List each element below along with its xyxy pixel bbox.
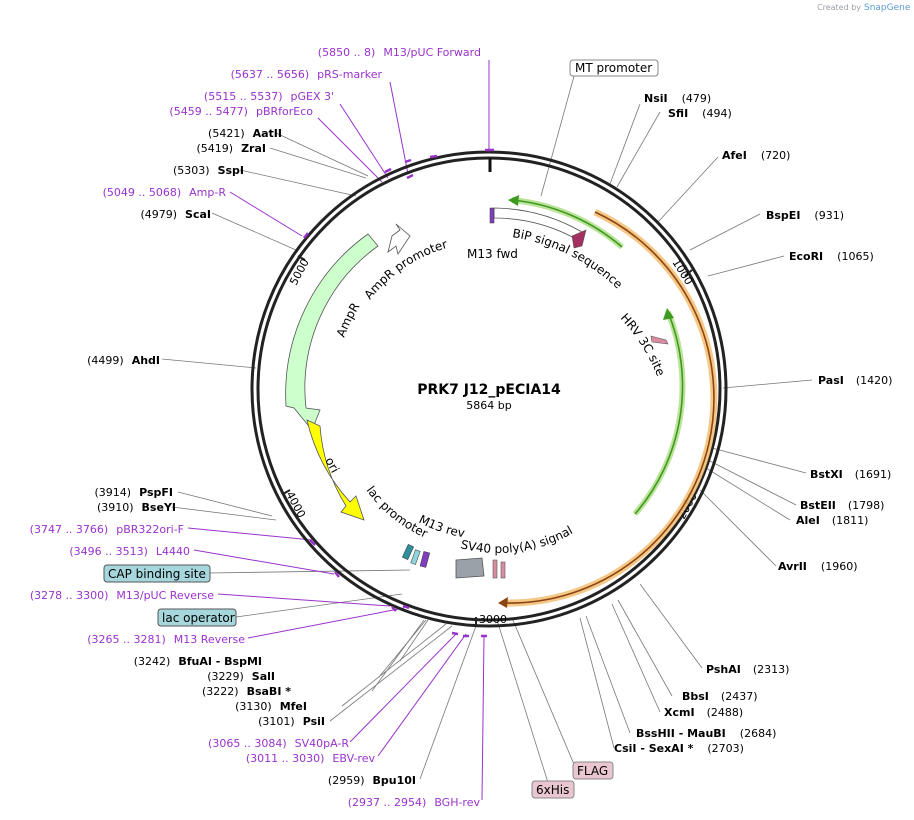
site-label: BssHII - MauBI(2684): [636, 727, 776, 740]
box-6xhis-text: 6xHis: [536, 783, 569, 797]
m13-fwd-feature: [489, 207, 495, 224]
m13-rev-feature: [419, 551, 431, 568]
feature-label-m13fwd: M13 fwd: [467, 247, 518, 261]
tick-marks: [282, 255, 693, 625]
primer-label: (3496 .. 3513)L4440: [69, 545, 190, 558]
box-lac-operator: lac operator: [157, 608, 237, 627]
green-arrowhead-right: [663, 308, 674, 320]
feature-label-ori: ori: [322, 455, 342, 475]
primer-label: (5049 .. 5068)Amp-R: [103, 186, 227, 199]
box-flag: FLAG: [572, 761, 614, 780]
box-lac-operator-text: lac operator: [162, 611, 235, 625]
site-label: AvrII(1960): [778, 560, 857, 573]
site-label: XcmI(2488): [664, 706, 743, 719]
plasmid-name: PRK7 J12_pECIA14: [417, 382, 561, 398]
leader-lines: [161, 75, 813, 790]
green-arrow-right-line: [634, 311, 684, 515]
site-label: (5303)SspI: [173, 164, 244, 177]
feature-label-lac-promoter: lac promoter: [364, 483, 430, 540]
box-mt-promoter-text: MT promoter: [575, 61, 652, 75]
site-label: (3914)PspFI: [95, 486, 173, 499]
primer-marks: [303, 148, 494, 638]
site-label: (4499)AhdI: [87, 354, 160, 367]
site-label: PasI(1420): [818, 374, 892, 387]
site-label: NsiI(479): [644, 92, 711, 105]
feature-label-sv40: SV40 poly(A) signal: [459, 523, 575, 556]
primer-label: (5637 .. 5656)pRS-marker: [231, 68, 383, 81]
snapgene-credit: Created by SnapGene: [817, 3, 911, 13]
plasmid-length: 5864 bp: [466, 399, 511, 412]
box-mt-promoter: MT promoter: [569, 59, 659, 77]
primer-label: (5515 .. 5537)pGEX 3': [204, 90, 334, 103]
site-label: (3910)BseYI: [97, 501, 176, 514]
box-flag-text: FLAG: [577, 764, 608, 778]
site-label: SfiI(494): [668, 107, 732, 120]
sv40-polyA-feature: [455, 557, 485, 579]
ori-feature: [306, 419, 365, 521]
hrv3c-feature: [650, 335, 669, 345]
site-label: BbsI(2437): [682, 690, 757, 703]
site-label: CsiI - SexAI *(2703): [614, 742, 744, 755]
primer-label: (2937 .. 2954)BGH-rev: [348, 796, 481, 809]
primer-label: (5459 .. 5477)pBRforEco: [169, 105, 313, 118]
ampr-feature: [285, 233, 379, 431]
site-label: BspEI(931): [766, 209, 844, 222]
box-cap-binding: CAP binding site: [103, 564, 211, 583]
site-label: (3229)SalI: [207, 670, 275, 683]
tick-3000: 3000: [479, 613, 507, 626]
site-label: BstXI(1691): [810, 468, 891, 481]
labels-left: (5850 .. 8)M13/pUC Forward (5637 .. 5656…: [30, 46, 481, 809]
feature-label-ampr: AmpR: [334, 300, 363, 339]
site-label: (5419)ZraI: [197, 142, 267, 155]
feature-label-hrv: HRV 3C site: [618, 311, 668, 379]
primer-label: (3747 .. 3766)pBR322ori-F: [30, 523, 184, 536]
flag-feature: [492, 559, 498, 579]
bip-signal-feature: [571, 229, 587, 249]
orf-arrow: [503, 211, 715, 604]
green-arrow-top-line: [511, 199, 623, 248]
cap-site-feature: [401, 544, 415, 560]
site-label: (4979)ScaI: [140, 208, 211, 221]
primer-label: (3065 .. 3084)SV40pA-R: [208, 737, 349, 750]
site-label: AfeI(720): [722, 149, 790, 162]
site-label: (2959)Bpu10I: [328, 774, 416, 787]
site-label: (3130)MfeI: [235, 700, 307, 713]
box-cap-binding-text: CAP binding site: [108, 567, 206, 581]
site-label: BstEII(1798): [800, 499, 884, 512]
site-label: (3101)PsiI: [258, 715, 325, 728]
site-label: EcoRI(1065): [789, 250, 874, 263]
primer-label: (3011 .. 3030)EBV-rev: [246, 752, 376, 765]
his-feature: [500, 561, 506, 579]
credit-brand: SnapGene: [864, 3, 911, 13]
primer-label: (3278 .. 3300)M13/pUC Reverse: [30, 589, 214, 602]
site-label: (3242)BfuAI - BspMI: [134, 655, 262, 668]
primer-leader-lines: [187, 60, 490, 801]
orf-arrowhead: [498, 597, 508, 608]
credit-text: Created by: [817, 3, 861, 12]
green-arrowhead-top: [508, 195, 519, 206]
ampr-promoter-feature: [387, 223, 411, 255]
site-label: (5421)AatII: [208, 127, 282, 140]
primer-label: (5850 .. 8)M13/pUC Forward: [318, 46, 481, 59]
labels-right: NsiI(479) SfiI(494) AfeI(720) BspEI(931)…: [614, 92, 892, 755]
box-6xhis: 6xHis: [531, 780, 575, 799]
site-label: AleI(1811): [796, 514, 868, 527]
site-label: PshAI(2313): [706, 663, 789, 676]
site-label: (3222)BsaBI *: [202, 685, 291, 698]
primer-label: (3265 .. 3281)M13 Reverse: [87, 633, 245, 646]
lac-operator-feature: [410, 549, 421, 565]
